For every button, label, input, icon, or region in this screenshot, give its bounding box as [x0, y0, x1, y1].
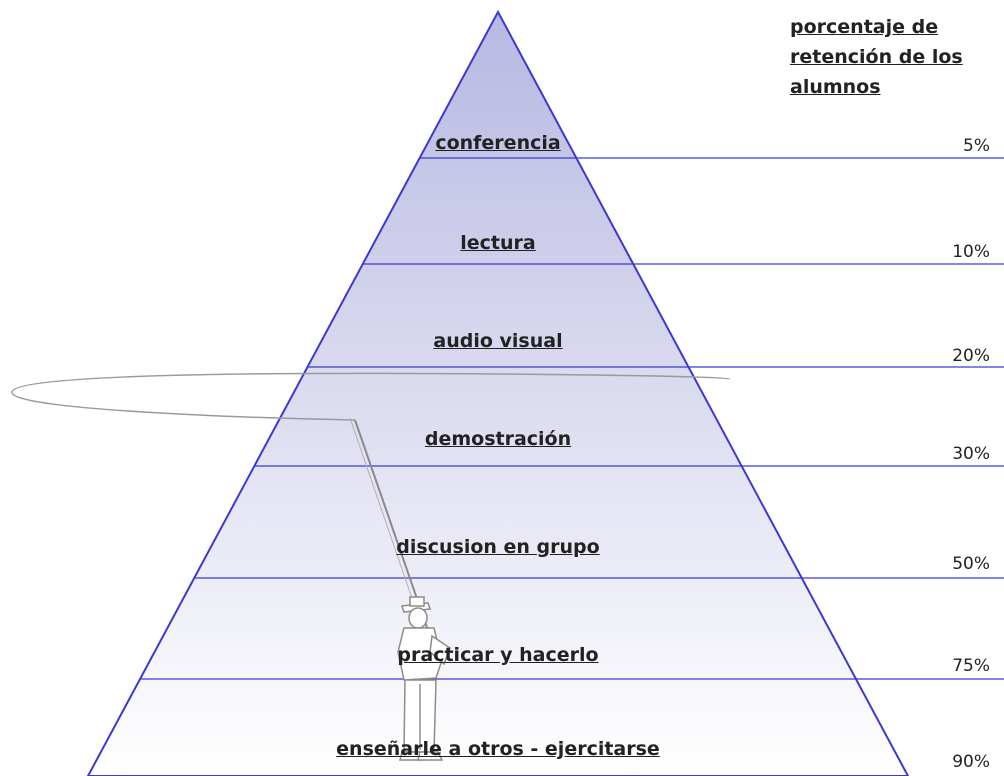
retention-header: porcentaje de retención de los alumnos [790, 16, 963, 98]
level-label: practicar y hacerlo [397, 644, 599, 666]
level-label: conferencia [435, 132, 561, 154]
level-label: enseñarle a otros - ejercitarse [336, 738, 660, 760]
level-percent: 90% [952, 752, 990, 772]
level-percent: 50% [952, 554, 990, 574]
level-label: discusion en grupo [396, 536, 600, 558]
fisherman-figure [397, 596, 451, 761]
level-label: audio visual [433, 330, 563, 352]
level-percent: 5% [963, 136, 990, 156]
level-label: lectura [460, 232, 536, 254]
level-percent: 30% [952, 444, 990, 464]
fishing-line-loop [11, 372, 731, 421]
pyramid-shape [86, 9, 910, 776]
level-percent: 75% [952, 656, 990, 676]
level-percent: 10% [952, 242, 990, 262]
level-percent: 20% [952, 346, 990, 366]
level-label: demostración [424, 428, 572, 450]
